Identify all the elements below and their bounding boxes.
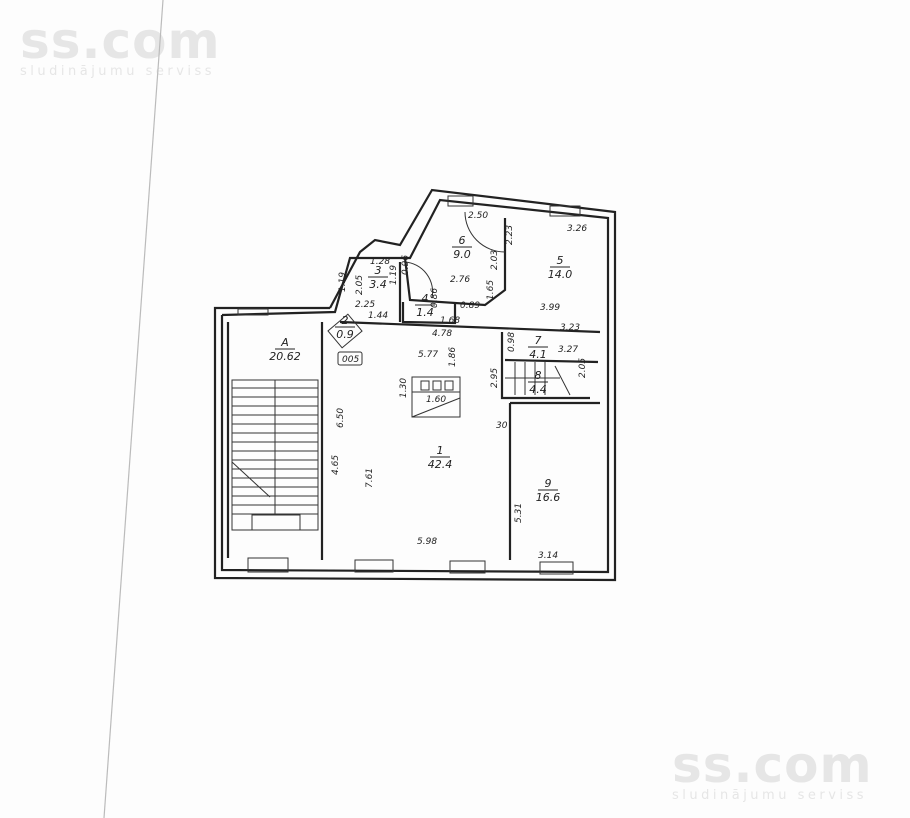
room-area: 42.4 <box>428 458 453 471</box>
room-area: 16.6 <box>536 491 561 504</box>
room-2-box <box>327 313 363 349</box>
stair-treads <box>232 387 318 515</box>
dimension-label: 3.23 <box>560 323 580 333</box>
stamp-box <box>337 351 363 366</box>
watermark-brand: ss.com <box>672 736 873 794</box>
room-number: A <box>280 336 289 349</box>
room-number: 1 <box>437 444 444 457</box>
dimension-label: 1.19 <box>338 272 348 292</box>
watermark-tagline: sludinājumu serviss <box>20 64 216 79</box>
room-number: 7 <box>535 334 542 347</box>
dimension-label: 3.27 <box>558 345 578 355</box>
page-edge <box>103 0 164 818</box>
dimension-label: 4.78 <box>432 329 452 339</box>
dimension-label: 1.30 <box>399 378 409 398</box>
room-number: 5 <box>557 254 564 267</box>
dimension-label: 1.44 <box>368 311 388 321</box>
interior-wall-line <box>220 198 610 574</box>
room-area: 20.62 <box>269 350 301 363</box>
stamp-text: 005 <box>342 355 359 365</box>
room-area: 1.4 <box>416 306 434 319</box>
watermark-tagline: sludinājumu serviss <box>672 788 868 803</box>
watermark-bottom: ss.com sludinājumu serviss <box>672 736 873 803</box>
dimension-label: 1.28 <box>370 257 390 267</box>
windows <box>237 195 581 575</box>
dimension-label: 0.89 <box>460 301 480 311</box>
dimension-label: 5.77 <box>418 350 438 360</box>
dimension-label: 7.61 <box>365 468 375 488</box>
chimney-block <box>411 376 461 418</box>
dimension-label: 6.50 <box>336 408 346 428</box>
dimension-label: 0.86 <box>430 288 440 308</box>
exterior-wall <box>213 188 617 582</box>
dimension-label: 0.98 <box>507 332 517 352</box>
staircase-8 <box>505 362 571 396</box>
room-number: 6 <box>459 234 466 247</box>
dimension-label: 1.19 <box>389 265 399 285</box>
room-number: 4 <box>422 292 429 305</box>
dimension-label: 1.68 <box>440 316 460 326</box>
dimension-label: 5.98 <box>417 537 437 547</box>
dimension-label: 2.95 <box>490 368 500 388</box>
dimension-label: 3.99 <box>540 303 560 313</box>
room-area: 4.1 <box>529 348 547 361</box>
dimension-label: 3.14 <box>538 551 558 561</box>
room-number: 9 <box>545 477 552 490</box>
room-area: 14.0 <box>548 268 573 281</box>
dimension-label: 2.05 <box>355 275 365 295</box>
room-area: 3.4 <box>369 278 387 291</box>
staircase-a <box>231 379 319 531</box>
dimension-label: 2.50 <box>468 211 488 221</box>
room-area: 9.0 <box>453 248 471 261</box>
room-number: 8 <box>535 369 542 382</box>
dimension-label: 0.96 <box>401 255 411 275</box>
dimension-label: 2.05 <box>578 358 588 378</box>
stair-arrow <box>231 461 271 498</box>
dimension-label: 1.86 <box>448 347 458 367</box>
watermark-top: ss.com sludinājumu serviss <box>20 12 221 79</box>
dimension-label: 1.60 <box>426 395 446 405</box>
dimension-label: 2.23 <box>505 225 515 245</box>
partitions <box>226 218 601 560</box>
room-area: 4.4 <box>529 383 547 396</box>
dimension-label: 30 <box>496 421 508 431</box>
dimension-label: 2.25 <box>355 300 375 310</box>
door-swing <box>404 261 434 299</box>
room-area: 0.9 <box>336 328 354 341</box>
watermark-brand: ss.com <box>20 12 221 70</box>
door-swing <box>464 211 506 253</box>
room-number: 3 <box>375 264 382 277</box>
dimension-label: 3.26 <box>567 224 587 234</box>
dimension-label: 4.65 <box>331 455 341 475</box>
dimension-label: 1.65 <box>486 280 496 300</box>
dimension-label: 2.76 <box>450 275 470 285</box>
dimension-label: 5.31 <box>514 503 524 523</box>
dimension-label: 2.03 <box>490 250 500 270</box>
room-number: 2 <box>342 314 349 327</box>
